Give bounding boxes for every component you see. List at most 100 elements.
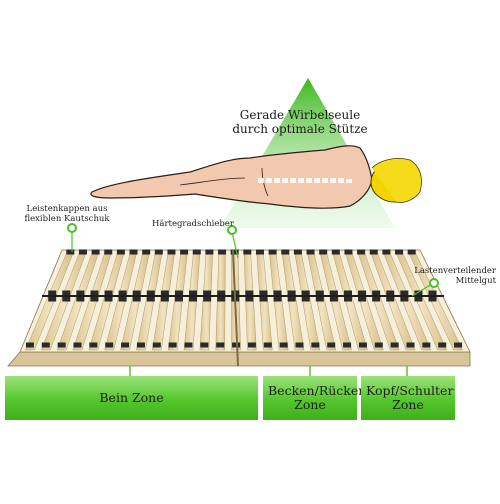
- slat-cap: [327, 342, 336, 348]
- slat-cap: [184, 342, 193, 348]
- slat-cap: [438, 342, 447, 348]
- headline-line-1: Gerade Wirbelseule: [239, 108, 361, 122]
- slat-cap: [372, 290, 381, 296]
- slat-cap: [217, 290, 226, 296]
- slat-cap: [132, 290, 141, 296]
- slat-cap: [62, 296, 71, 302]
- slat-cap: [329, 290, 338, 296]
- slat-cap: [154, 249, 163, 255]
- callout-markers: [67, 223, 439, 288]
- slat-cap: [255, 249, 264, 255]
- slat-cap: [358, 290, 367, 296]
- slat-cap: [160, 290, 169, 296]
- slat-cap: [104, 290, 113, 296]
- spine-dots: [258, 178, 352, 183]
- slat-cap: [428, 290, 437, 296]
- zone-head-shoulder: Kopf/Schulter Zone: [361, 376, 455, 420]
- slat-cap: [259, 290, 268, 296]
- slat-cap: [293, 249, 302, 255]
- slat-cap: [146, 290, 155, 296]
- slat-cap: [73, 342, 82, 348]
- slat-cap: [66, 249, 75, 255]
- slat-cap: [217, 296, 226, 302]
- callout-caps: Leistenkappen aus flexiblen Kautschuk: [24, 204, 110, 225]
- slat-cap: [331, 249, 340, 255]
- zone-pelvis-back: Becken/Rücken Zone: [263, 376, 366, 420]
- slat-cap: [230, 249, 239, 255]
- slat-cap: [189, 296, 198, 302]
- slat-cap: [343, 296, 352, 302]
- slat-cap: [132, 296, 141, 302]
- slat-cap: [295, 342, 304, 348]
- slat-cap: [357, 249, 366, 255]
- slat-cap: [382, 249, 391, 255]
- slat-cap: [76, 290, 85, 296]
- slat-cap: [48, 290, 57, 296]
- slat-cap: [454, 342, 463, 348]
- slat-cap: [118, 290, 127, 296]
- slat-cap: [268, 249, 277, 255]
- slat-cap: [200, 342, 209, 348]
- slat-cap: [414, 296, 423, 302]
- slat-cap: [287, 296, 296, 302]
- slat-cap: [91, 249, 100, 255]
- slat-cap: [386, 290, 395, 296]
- slat-cap: [89, 342, 98, 348]
- slat-cap: [259, 296, 268, 302]
- slat-cap: [306, 249, 315, 255]
- slat-cap: [41, 342, 50, 348]
- slat-cap: [386, 296, 395, 302]
- slat-cap: [146, 296, 155, 302]
- slat-cap: [174, 290, 183, 296]
- slat-cap: [203, 296, 212, 302]
- slat-cap: [319, 249, 328, 255]
- slat-cap: [273, 290, 282, 296]
- slat-cap: [167, 249, 176, 255]
- slat-cap: [104, 296, 113, 302]
- zone-legs: Bein Zone: [5, 376, 258, 420]
- slat-cap: [192, 249, 201, 255]
- slat-cap: [343, 342, 352, 348]
- slat-cap: [160, 296, 169, 302]
- slat-cap: [315, 290, 324, 296]
- slat-cap: [243, 249, 252, 255]
- slat-cap: [62, 290, 71, 296]
- slat-cap: [369, 249, 378, 255]
- headline-line-2: durch optimale Stütze: [232, 122, 368, 137]
- slat-cap: [390, 342, 399, 348]
- slatted-frame: [7, 249, 471, 367]
- slat-cap: [400, 290, 409, 296]
- slat-cap: [205, 249, 214, 255]
- slat-cap: [245, 290, 254, 296]
- slat-cap: [400, 296, 409, 302]
- slat-cap: [136, 342, 145, 348]
- slat-cap: [25, 342, 34, 348]
- callout-slider: Härtegradschieber: [152, 219, 234, 229]
- slat-cap: [76, 296, 85, 302]
- slat-cap: [48, 296, 57, 302]
- slat-cap: [374, 342, 383, 348]
- slat-cap: [90, 296, 99, 302]
- slat-cap: [301, 290, 310, 296]
- slat-cap: [168, 342, 177, 348]
- slat-cap: [315, 296, 324, 302]
- slat-cap: [428, 296, 437, 302]
- slat-cap: [358, 296, 367, 302]
- slat-cap: [118, 296, 127, 302]
- slat-cap: [142, 249, 151, 255]
- slat-cap: [174, 296, 183, 302]
- slat-cap: [311, 342, 320, 348]
- slat-cap: [90, 290, 99, 296]
- slat-cap: [263, 342, 272, 348]
- slat-cap: [422, 342, 431, 348]
- slat-cap: [105, 342, 114, 348]
- slat-cap: [329, 296, 338, 302]
- callout-distributor: Lastenverteilender Mittelgut: [414, 266, 496, 287]
- slat-cap: [372, 296, 381, 302]
- slat-cap: [395, 249, 404, 255]
- slat-cap: [218, 249, 227, 255]
- slat-cap: [279, 342, 288, 348]
- slat-cap: [104, 249, 113, 255]
